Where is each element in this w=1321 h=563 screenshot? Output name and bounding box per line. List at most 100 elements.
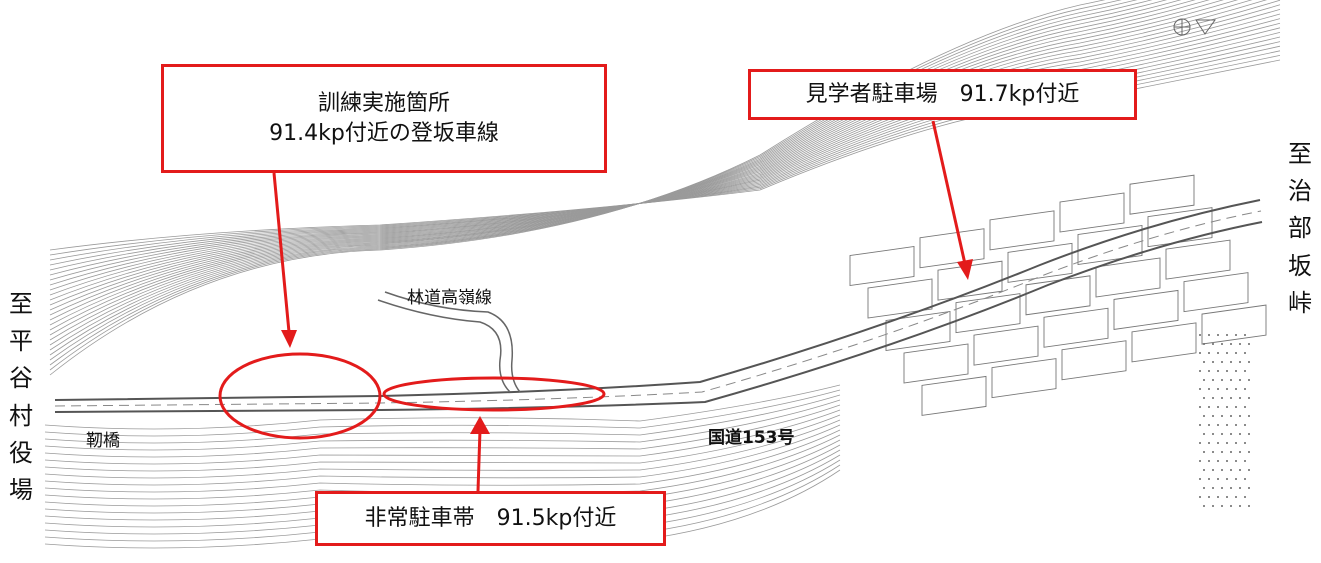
land-parcel: [867, 278, 933, 319]
contour-line: [44, 394, 841, 444]
stipple-dot: [1235, 496, 1237, 498]
training-area-ellipse: [218, 352, 382, 440]
stipple-dot: [1244, 424, 1246, 426]
stipple-dot: [1212, 451, 1214, 453]
contour-line: [44, 399, 841, 451]
contour-line: [49, 0, 1196, 346]
emergency-parking-ellipse: [382, 376, 606, 412]
stipple-dot: [1212, 505, 1214, 507]
stipple-dot: [1226, 334, 1228, 336]
national-route-label: 国道153号: [708, 428, 795, 448]
contour-line: [49, 22, 1281, 291]
contour-line: [49, 13, 1281, 301]
contour-line: [44, 404, 841, 458]
stipple-dot: [1221, 379, 1223, 381]
stipple-dot: [1226, 424, 1228, 426]
stipple-dot: [1248, 505, 1250, 507]
contour-line: [44, 389, 841, 437]
stipple-dot: [1217, 352, 1219, 354]
stipple-dot: [1235, 478, 1237, 480]
stipple-dot: [1244, 334, 1246, 336]
stipple-dot: [1226, 442, 1228, 444]
north-arrow-icon: [1173, 18, 1216, 36]
land-parcels: [849, 174, 1267, 507]
forest-road-label: 林道高嶺線: [407, 288, 492, 308]
stipple-dot: [1235, 406, 1237, 408]
stipple-dot: [1235, 424, 1237, 426]
stipple-dot: [1208, 388, 1210, 390]
stipple-dot: [1248, 469, 1250, 471]
stipple-dot: [1230, 343, 1232, 345]
stipple-dot: [1226, 406, 1228, 408]
stipple-dot: [1212, 415, 1214, 417]
direction-left-char: 谷: [9, 364, 33, 393]
direction-right-label: 至 治 部 坂 峠: [1283, 136, 1317, 322]
land-parcel: [1183, 272, 1249, 313]
stipple-dot: [1199, 442, 1201, 444]
stipple-dot: [1244, 370, 1246, 372]
stipple-dot: [1230, 361, 1232, 363]
stipple-dot: [1217, 334, 1219, 336]
stipple-dot: [1221, 487, 1223, 489]
spectator-arrow-line: [931, 120, 967, 265]
stipple-dot: [1199, 496, 1201, 498]
stipple-dot: [1235, 460, 1237, 462]
stipple-dot: [1208, 424, 1210, 426]
stipple-dot: [1208, 442, 1210, 444]
stipple-dot: [1226, 370, 1228, 372]
contour-line: [44, 414, 841, 472]
contour-line: [49, 0, 1281, 316]
stipple-dot: [1230, 487, 1232, 489]
stipple-dot: [1239, 397, 1241, 399]
stipple-dot: [1212, 361, 1214, 363]
training-arrow-head: [281, 330, 297, 348]
land-parcel: [1043, 307, 1109, 348]
contour-line: [44, 409, 841, 465]
stipple-dot: [1226, 496, 1228, 498]
training-arrow-line: [272, 172, 291, 333]
stipple-dot: [1235, 442, 1237, 444]
stipple-dot: [1244, 496, 1246, 498]
route-153-edge-north: [54, 199, 1261, 401]
stipple-dot: [1217, 424, 1219, 426]
stipple-dot: [1203, 361, 1205, 363]
direction-right-char: 峠: [1288, 288, 1312, 317]
stipple-dot: [1212, 343, 1214, 345]
stipple-dot: [1248, 415, 1250, 417]
stipple-dot: [1230, 451, 1232, 453]
contour-lines: [44, 0, 1281, 549]
stipple-dot: [1203, 415, 1205, 417]
forest-road-takane-edge: [384, 291, 521, 393]
stipple-dot: [1248, 343, 1250, 345]
route-153-edge-south: [54, 221, 1263, 413]
stipple-dot: [1244, 406, 1246, 408]
stipple-dot: [1208, 370, 1210, 372]
stipple-dot: [1212, 379, 1214, 381]
spectator-arrow-head: [957, 259, 973, 280]
training-site-detail: 91.4kp付近の登坂車線: [269, 120, 499, 146]
contour-line: [49, 27, 1281, 286]
direction-right-char: 部: [1288, 214, 1312, 243]
contour-line: [49, 9, 1281, 306]
stipple-dot: [1239, 415, 1241, 417]
land-parcel: [903, 343, 969, 384]
land-parcel: [1077, 224, 1143, 266]
contour-line: [44, 384, 841, 430]
stipple-dot: [1248, 451, 1250, 453]
spectator-parking-text: 見学者駐車場 91.7kp付近: [805, 81, 1080, 107]
stipple-dot: [1203, 451, 1205, 453]
bridge-label: 靭橋: [86, 431, 120, 451]
stipple-dot: [1230, 433, 1232, 435]
stipple-dot: [1203, 379, 1205, 381]
contour-line: [49, 0, 1182, 351]
stipple-dot: [1199, 478, 1201, 480]
contour-line: [49, 0, 1239, 331]
stipple-dot: [1239, 433, 1241, 435]
contour-line: [49, 0, 1224, 336]
contour-line: [44, 429, 841, 493]
direction-left-char: 平: [9, 327, 33, 356]
stipple-dot: [1203, 505, 1205, 507]
stipple-dot: [1226, 388, 1228, 390]
direction-right-char: 治: [1288, 177, 1312, 206]
land-parcel: [1059, 192, 1125, 233]
